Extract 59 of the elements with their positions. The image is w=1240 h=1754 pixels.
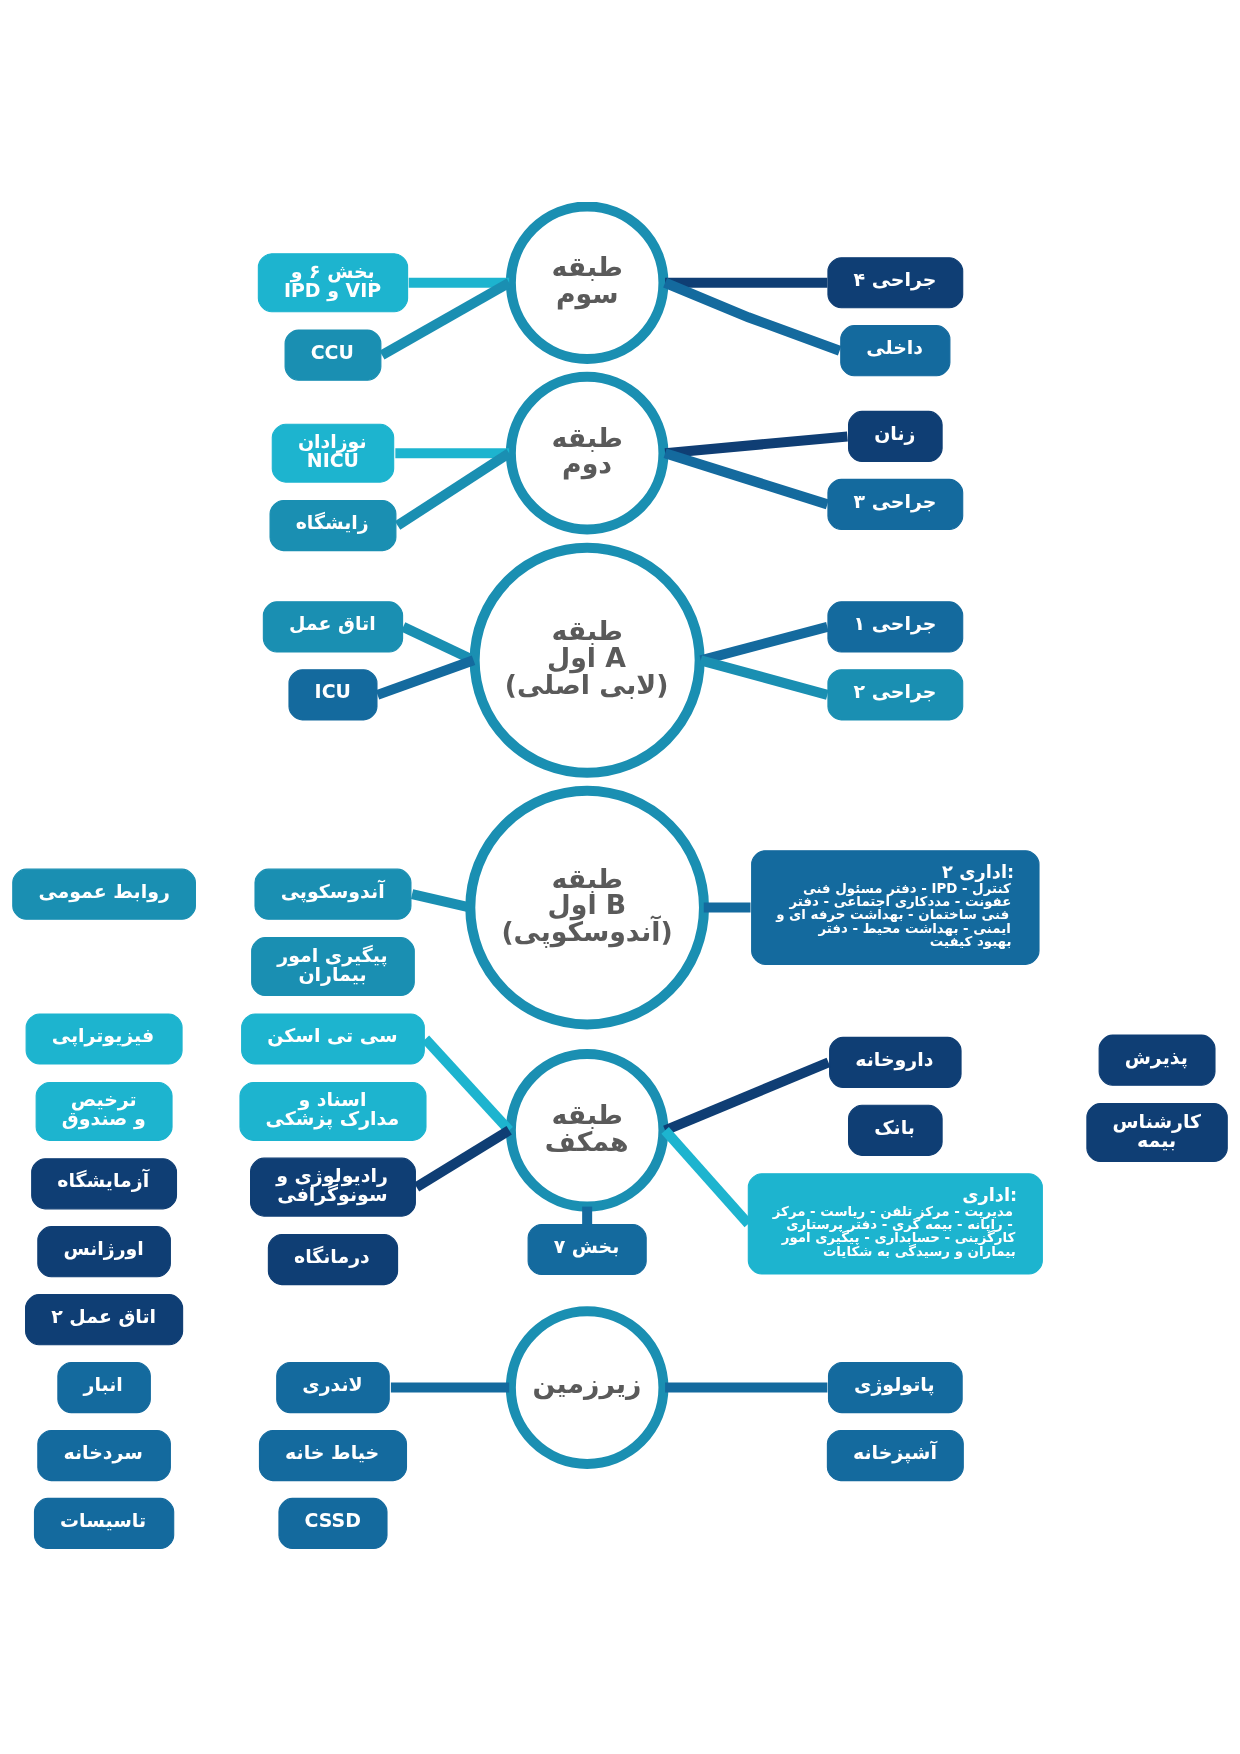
node-box: CCU xyxy=(284,329,382,381)
node-box: تاسیسات xyxy=(33,1497,175,1549)
connector xyxy=(379,277,512,359)
node-box: پاتولوژی xyxy=(827,1361,963,1413)
node-box: سردخانه xyxy=(37,1429,171,1481)
node-box: روابط عمومی xyxy=(12,868,196,920)
node-box: بانک xyxy=(848,1104,943,1156)
node-box: اتاق عمل ۲ xyxy=(25,1293,184,1345)
node-box: ترخیص و صندوق xyxy=(35,1081,173,1141)
node-circle: طبقه اول B (آندوسکوپی) xyxy=(465,785,709,1029)
node-box: اسناد و مدارک پزشکی xyxy=(239,1081,427,1141)
node-box: اورژانس xyxy=(37,1225,171,1277)
node-box: جراحی ۳ xyxy=(827,478,964,530)
node-box: کارشناس بیمه xyxy=(1086,1102,1228,1162)
node-box: زایشگاه xyxy=(269,499,397,551)
node-box: درمانگاه xyxy=(267,1233,399,1285)
connector xyxy=(394,448,512,530)
node-circle: زیرزمین xyxy=(505,1305,669,1469)
node-box: بخش ۶ و IPD و VIP xyxy=(257,252,409,312)
node-box: خیاط خانه xyxy=(258,1429,408,1481)
node-box: داخلی xyxy=(840,324,951,376)
node-box: رادیولوژی و سونوگرافی xyxy=(250,1157,416,1217)
connector xyxy=(664,430,848,458)
node-box: پیگیری امور بیماران xyxy=(251,936,415,996)
node-box: بخش ۷ xyxy=(527,1223,647,1275)
node-box: جراحی ۴ xyxy=(827,256,964,308)
node-box: ICU xyxy=(288,668,378,720)
connector xyxy=(665,277,828,288)
connector xyxy=(375,655,476,700)
node-box: سی تی اسکن xyxy=(241,1012,425,1065)
node-box: اداری ۲: دفتر مسئول فنی - IPD - کنترل عفونت - مددکاری اجتماعی - دفتر فنی ساختمان - بهداشت حرفه ای و ایمنی - بهداشت محیط - دفتر بهبود کیفیت xyxy=(751,849,1040,965)
connector xyxy=(390,1382,510,1393)
connector xyxy=(665,1382,828,1393)
connector xyxy=(663,277,842,355)
node-box: اداری: مدیریت - مرکز تلفن - ریاست - مرکز رایانه - بیمه گری - دفتر پرستاری - کارگزینی - حسابداری - پیگیری امور بیماران و رسیدگی به شکایات xyxy=(747,1172,1043,1275)
node-box: آندوسکوپی xyxy=(254,868,412,920)
node-circle: طبقه سوم xyxy=(505,201,669,364)
connector xyxy=(395,447,510,458)
node-box: پذیرش xyxy=(1098,1034,1216,1086)
node-box: CSSD xyxy=(278,1497,388,1549)
node-box: زنان xyxy=(848,410,943,462)
node-circle: طبقه همکف xyxy=(505,1048,669,1212)
connector xyxy=(582,1206,593,1224)
node-box: لاندری xyxy=(276,1361,390,1413)
node-circle: طبقه اول A (لابی اصلی) xyxy=(469,542,705,778)
node-box: فیزیوتراپی xyxy=(25,1012,183,1065)
node-box: انبار xyxy=(57,1361,151,1413)
connector xyxy=(699,655,829,700)
node-box: آشپزخانه xyxy=(826,1429,964,1481)
node-box: اتاق عمل xyxy=(262,600,404,652)
node-box: جراحی ۲ xyxy=(827,668,964,720)
node-box: جراحی ۱ xyxy=(827,600,964,652)
node-box: داروخانه xyxy=(829,1036,962,1088)
connector xyxy=(413,1125,512,1191)
connector xyxy=(663,1057,831,1135)
connector xyxy=(408,277,510,288)
node-box: آزمایشگاه xyxy=(31,1157,178,1209)
connector xyxy=(663,447,829,509)
node-circle: طبقه دوم xyxy=(505,371,669,534)
